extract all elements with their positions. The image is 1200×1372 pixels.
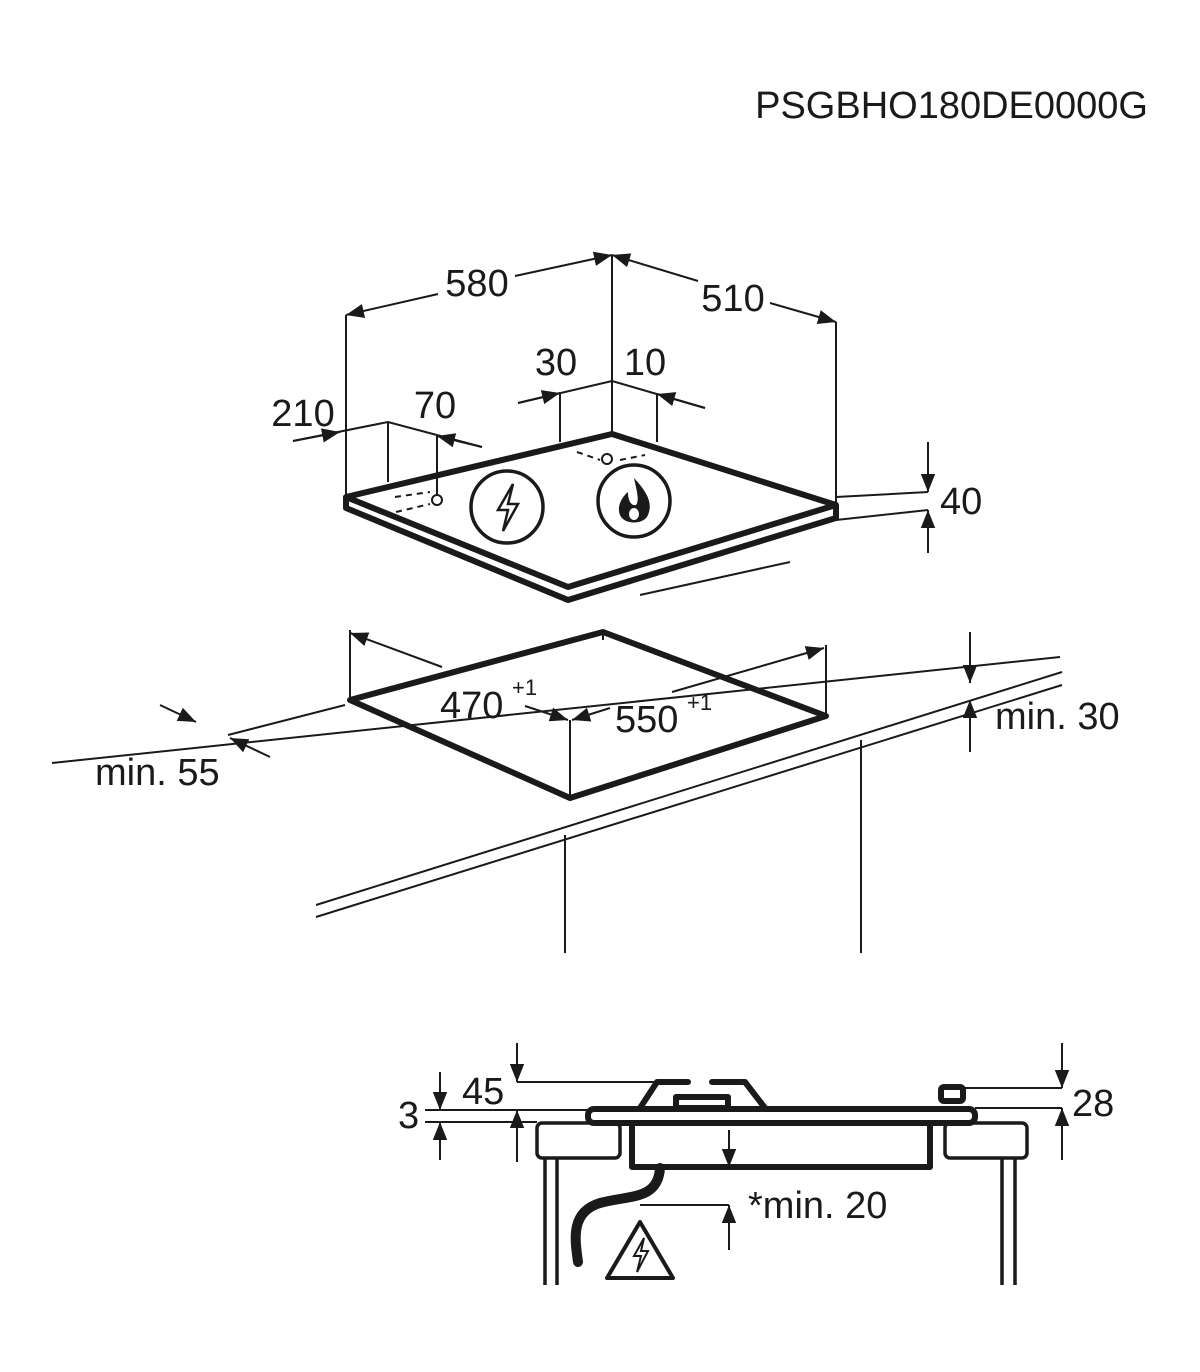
min-side-distance: min. 30 [995, 696, 1120, 738]
width-dimension: 580 [445, 263, 508, 305]
gas-flame-icon [596, 463, 672, 539]
cutout-depth-tolerance: +1 [512, 675, 537, 700]
worktop-cutout: 470 +1 550 +1 min. 55 min. 30 [51, 629, 1120, 953]
dim-3-label: 3 [398, 1095, 419, 1137]
depth-dimension: 510 [701, 278, 764, 320]
cutout-width-tolerance: +1 [687, 690, 712, 715]
offset-70-label: 70 [414, 385, 456, 427]
side-view: 3 45 28 *min. 20 [398, 1043, 1114, 1285]
electric-warning-icon [605, 1220, 675, 1280]
hob-perspective: 580 510 30 10 210 70 [271, 251, 982, 603]
offset-210-label: 210 [271, 393, 334, 435]
electric-connection-icon [469, 469, 545, 545]
cutout-width-label: 550 [615, 699, 678, 741]
min-front-distance: min. 55 [95, 752, 220, 794]
height-dimension: 40 [940, 481, 982, 523]
dim-45-label: 45 [462, 1071, 504, 1113]
offset-10-label: 10 [624, 342, 666, 384]
min-below-clearance: *min. 20 [748, 1185, 887, 1227]
model-code: PSGBHO180DE0000G [755, 85, 1148, 127]
cutout-depth-label: 470 [440, 685, 503, 727]
dim-28-label: 28 [1072, 1083, 1114, 1125]
offset-30-label: 30 [535, 342, 577, 384]
